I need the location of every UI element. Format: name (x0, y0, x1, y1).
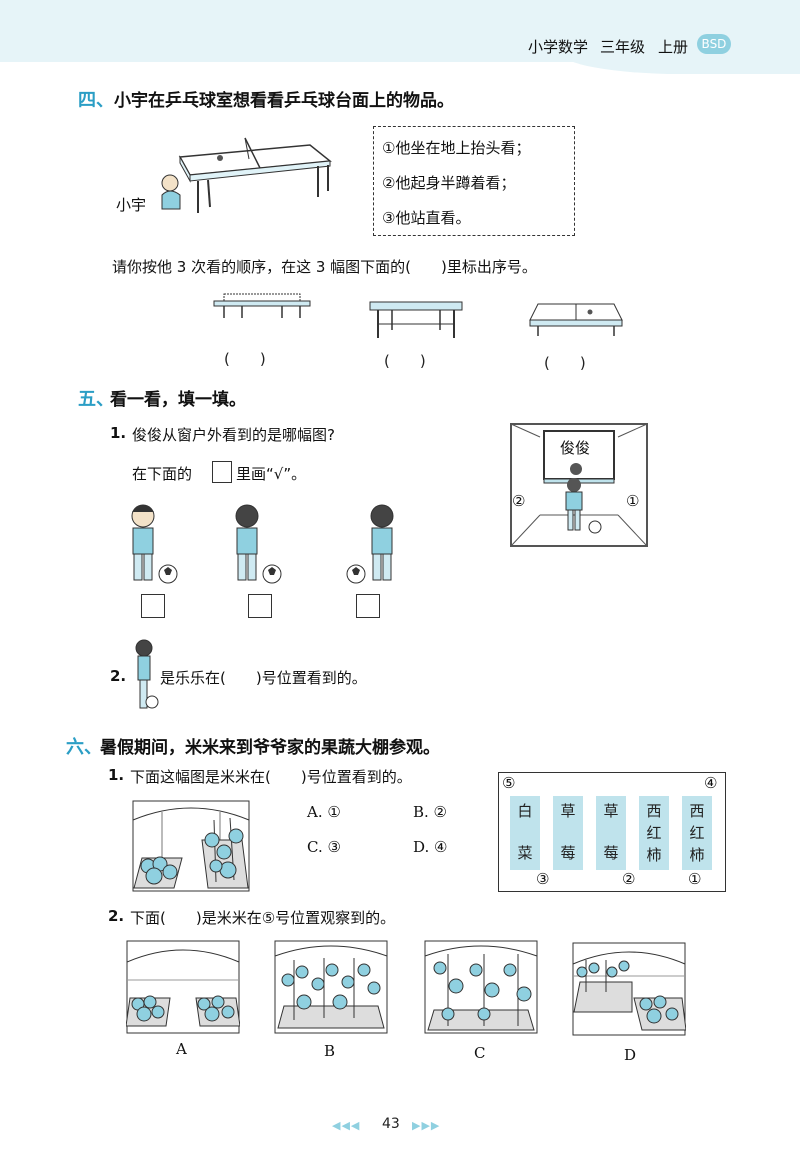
s4-answer-3[interactable]: ( ) (544, 354, 586, 372)
s4-number: 四、 (78, 90, 114, 111)
s5-q2-number: 2. (110, 667, 127, 685)
s4-title: 小宇在乒乓球室想看看乒乓球台面上的物品。 (114, 91, 454, 111)
map-bed-4-label-b: 红 (646, 824, 662, 842)
map-bed-5 (682, 796, 712, 870)
map-bed-2-label-b: 莓 (560, 844, 576, 862)
map-bed-3 (596, 796, 626, 870)
map-corner-tr: ④ (704, 774, 718, 792)
header-volume: 上册 (658, 38, 689, 56)
s6-q1-text: 下面这幅图是米米在( )号位置看到的。 (130, 768, 412, 786)
s5-pos-right: ① (626, 492, 640, 510)
map-bed-4-label-c: 柿 (646, 846, 662, 864)
s5-checkbox-2[interactable] (248, 594, 272, 618)
map-pos-3: ③ (536, 870, 550, 888)
s4-option-2: ②他起身半蹲着看； (382, 174, 516, 192)
s5-number: 五、 (78, 389, 114, 410)
map-entrance-gap (712, 878, 724, 890)
greenhouse-view-q1 (132, 800, 250, 892)
s5-checkbox-1[interactable] (141, 594, 165, 618)
pic-label-c: C (474, 1044, 486, 1062)
pic-label-a: A (176, 1040, 187, 1058)
map-bed-2-label-a: 草 (560, 802, 576, 820)
s4-instruction: 请你按他 3 次看的顺序，在这 3 幅图下面的( )里标出序号。 (112, 258, 537, 276)
map-pos-2: ② (622, 870, 636, 888)
s4-option-1: ①他坐在地上抬头看； (382, 139, 531, 157)
map-bed-1-label-b: 菜 (517, 844, 533, 862)
map-corner-tl: ⑤ (502, 774, 516, 792)
map-bed-2 (553, 796, 583, 870)
table-view-2 (369, 301, 463, 338)
s5-window-label: 俊俊 (560, 439, 591, 457)
map-bed-1-label-a: 白 (517, 802, 533, 820)
s4-person-label: 小宇 (116, 196, 147, 214)
footer-left-arrows: ◀◀◀ (332, 1119, 361, 1132)
footer-right-arrows: ▶▶▶ (412, 1119, 441, 1132)
kid-view-2 (235, 504, 282, 584)
table-view-1 (213, 293, 311, 318)
s6-number: 六、 (66, 737, 102, 758)
s5-checkbox-3[interactable] (356, 594, 380, 618)
kid-side-view (135, 639, 159, 709)
map-bed-3-label-a: 草 (603, 802, 619, 820)
s5-pos-left: ② (512, 492, 526, 510)
map-bed-5-label-b: 红 (689, 824, 705, 842)
map-bed-5-label-c: 柿 (689, 846, 705, 864)
s5-q1-text: 俊俊从窗户外看到的是哪幅图? (132, 426, 335, 444)
header-subject: 小学数学 (528, 38, 589, 56)
page-number: 43 (382, 1116, 400, 1132)
kid-view-1 (131, 504, 178, 584)
greenhouse-pic-b (274, 940, 388, 1034)
pic-label-b: B (324, 1042, 336, 1060)
map-bed-3-label-b: 莓 (603, 844, 619, 862)
map-bed-4-label-a: 西 (646, 802, 662, 820)
map-pos-1: ① (688, 870, 702, 888)
s6-choice-b[interactable]: B. ② (413, 803, 448, 821)
map-bed-5-label-a: 西 (689, 802, 705, 820)
s5-q1-number: 1. (110, 424, 127, 442)
s6-choice-c[interactable]: C. ③ (307, 838, 341, 856)
s6-choice-d[interactable]: D. ④ (413, 838, 448, 856)
kid-view-3 (346, 504, 394, 584)
s5-hint-box (212, 461, 232, 483)
table-view-3 (529, 303, 623, 336)
greenhouse-pic-c (424, 940, 538, 1034)
s6-q2-text: 下面( )是米米在⑤号位置观察到的。 (130, 909, 396, 927)
header-badge: BSD (697, 34, 731, 54)
s5-title: 看一看，填一填。 (110, 390, 246, 410)
s5-q2-text: 是乐乐在( )号位置看到的。 (160, 669, 367, 687)
s5-q1-hint-a: 在下面的 (132, 465, 193, 483)
s6-choice-a[interactable]: A. ① (307, 803, 341, 821)
map-bed-1 (510, 796, 540, 870)
ping-pong-table-scene (161, 137, 332, 213)
window-scene (510, 423, 648, 547)
s4-options-box (373, 126, 575, 236)
s4-answer-1[interactable]: ( ) (224, 350, 266, 368)
s6-q2-number: 2. (108, 907, 125, 925)
header-wave (560, 52, 800, 74)
map-bed-4 (639, 796, 669, 870)
greenhouse-pic-a (126, 940, 240, 1034)
greenhouse-pic-d (572, 942, 686, 1036)
s4-option-3: ③他站直看。 (382, 209, 471, 227)
s4-answer-2[interactable]: ( ) (384, 352, 426, 370)
s6-q1-number: 1. (108, 766, 125, 784)
header-grade: 三年级 (600, 38, 646, 56)
pic-label-d: D (624, 1046, 637, 1064)
s5-q1-hint-b: 里画“√”。 (236, 465, 307, 483)
header-band (0, 0, 800, 62)
s6-title: 暑假期间，米米来到爷爷家的果蔬大棚参观。 (100, 738, 440, 758)
